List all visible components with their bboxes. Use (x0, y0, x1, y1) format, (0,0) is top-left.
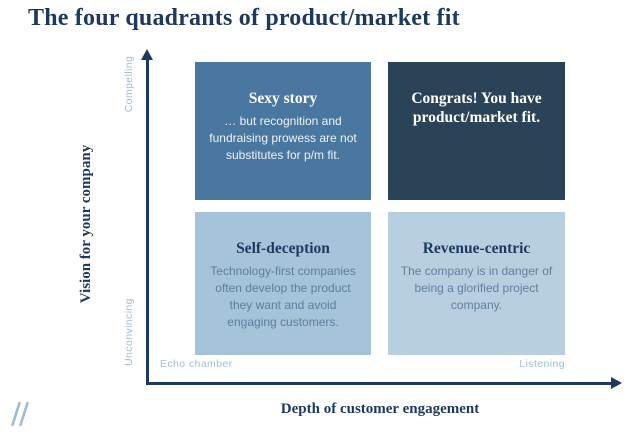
x-axis-label: Depth of customer engagement (280, 401, 480, 417)
quadrant-self-deception: Self-deception Technology-first companie… (195, 212, 371, 355)
quadrant-body: The company is in danger of being a glor… (400, 264, 553, 312)
quadrant-sexy-story: Sexy story … but recognition and fundrai… (195, 62, 371, 200)
quadrant-heading: Congrats! You have product/market fit. (411, 90, 542, 127)
quadrant-revenue-centric: Revenue-centric The company is in danger… (388, 212, 565, 355)
page-title: The four quadrants of product/market fit (28, 5, 460, 31)
quadrant-heading: Sexy story (248, 90, 318, 107)
x-axis-min-label: Echo chamber (160, 358, 233, 370)
x-axis-arrow-icon (611, 377, 622, 389)
x-axis-max-label: Listening (519, 358, 565, 370)
y-axis-arrow-icon (141, 49, 153, 60)
x-axis-line (146, 382, 612, 385)
y-axis-label: Vision for your company (78, 144, 94, 304)
double-slash-logo-icon (11, 401, 29, 427)
quadrant-body: … but recognition and fundraising prowes… (209, 114, 357, 162)
quadrant-heading: Revenue-centric (422, 240, 531, 257)
y-axis-max-label: Compelling (123, 55, 135, 113)
quadrant-heading: Self-deception (236, 240, 330, 257)
quadrant-product-market-fit: Congrats! You have product/market fit. (388, 62, 565, 200)
quadrant-body: Technology-first companies often develop… (210, 264, 356, 329)
y-axis-line (146, 59, 149, 385)
y-axis-min-label: Unconvincing (123, 298, 135, 366)
